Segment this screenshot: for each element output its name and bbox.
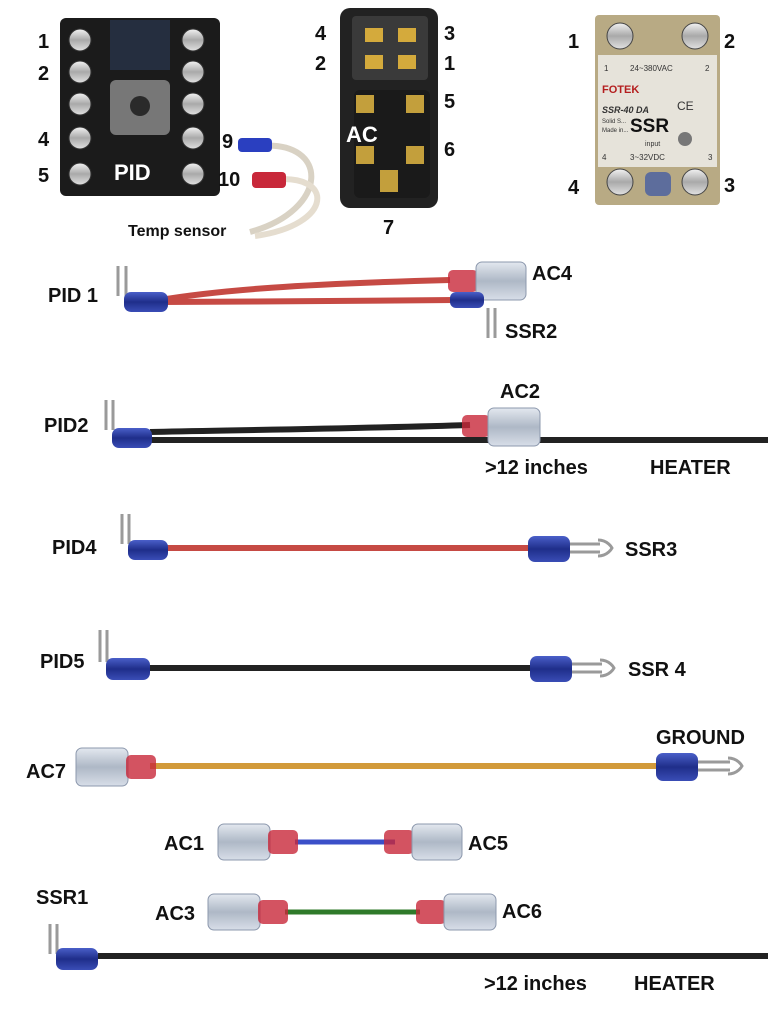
label-ac5: AC5: [468, 833, 508, 855]
label-length-1: >12 inches: [485, 457, 588, 479]
pid-pin-5: 5: [38, 165, 49, 187]
ac-pin-3: 3: [444, 23, 455, 45]
ac-pin-5: 5: [444, 91, 455, 113]
label-ac2: AC2: [500, 381, 540, 403]
ssr-corner-4: 4: [602, 153, 607, 162]
ac-pin-2: 2: [315, 53, 326, 75]
label-length-2: >12 inches: [484, 973, 587, 995]
label-ssr2: SSR2: [505, 321, 557, 343]
pid-left-terminals: [68, 28, 92, 186]
ac-pin-1: 1: [444, 53, 455, 75]
wire-pid5-ssr4: PID5 SSR 4: [40, 630, 687, 682]
ssr-corner-3: 3: [708, 153, 713, 162]
wire-ac7-ground: AC7 GROUND: [26, 727, 745, 787]
label-ac7: AC7: [26, 761, 66, 783]
pid-pin-9: 9: [222, 131, 233, 153]
ssr-dc-rating: 3~32VDC: [630, 153, 665, 162]
ac-pin-4: 4: [315, 23, 327, 45]
temp-sensor-label: Temp sensor: [128, 223, 226, 240]
label-pid5: PID5: [40, 651, 84, 673]
ssr-corner-2: 2: [705, 64, 710, 73]
pid-pin-10: 10: [218, 169, 240, 191]
ssr-corner-1: 1: [604, 64, 609, 73]
ac-pin-6: 6: [444, 139, 455, 161]
label-pid1: PID 1: [48, 285, 98, 307]
ssr-label: SSR: [630, 116, 669, 137]
ssr-brand: FOTEK: [602, 84, 639, 96]
sensor-terminal-blue: [238, 138, 272, 152]
wire-pid4-ssr3: PID4 SSR3: [52, 514, 677, 562]
pid-label: PID: [114, 160, 151, 185]
label-ac3: AC3: [155, 903, 195, 925]
label-ground: GROUND: [656, 727, 745, 749]
ssr-ac-rating: 24~380VAC: [630, 64, 673, 73]
label-ac1: AC1: [164, 833, 204, 855]
pid-socket: PID 1 2 4 5 9 10: [38, 18, 240, 196]
label-heater-1: HEATER: [650, 457, 731, 479]
wire-pid1-ac4-ssr2: PID 1 AC4 SSR2: [48, 261, 573, 343]
wire-ac3-ac6: AC3 AC6: [155, 893, 542, 931]
label-ac6: AC6: [502, 901, 542, 923]
wire-ssr1-heater: SSR1 >12 inches HEATER: [36, 887, 768, 995]
wire-pid2-ac2: PID2 AC2 >12 inches HEATER: [44, 381, 768, 479]
ssr-pin-3: 3: [724, 175, 735, 197]
ssr-sub1: Solid S...: [602, 119, 626, 125]
ssr-input-label: input: [645, 141, 660, 148]
ac-inlet: AC 4 3 2 1 5 6 7: [315, 8, 455, 239]
label-heater-2: HEATER: [634, 973, 715, 995]
label-ssr1: SSR1: [36, 887, 88, 909]
ssr-pin-4: 4: [568, 177, 580, 199]
pid-pin-1: 1: [38, 31, 49, 53]
ssr-model: SSR-40 DA: [602, 105, 649, 115]
ssr-led-window: [645, 172, 671, 196]
ac-label: AC: [346, 122, 378, 147]
ssr-sub2: Made in...: [602, 128, 629, 134]
pid1-fork-insulator: [124, 292, 168, 312]
pid-pin-4: 4: [38, 129, 50, 151]
ssr-pin-2: 2: [724, 31, 735, 53]
ssr-ce-mark: CE: [677, 99, 694, 113]
temp-sensor-wires: Temp sensor: [128, 138, 321, 240]
sensor-terminal-red: [252, 172, 286, 188]
label-ac4: AC4: [532, 263, 573, 285]
label-ssr3: SSR3: [625, 539, 677, 561]
label-pid4: PID4: [52, 537, 97, 559]
ac-pin-7: 7: [383, 217, 394, 239]
label-pid2: PID2: [44, 415, 88, 437]
ssr-pin-1: 1: [568, 31, 579, 53]
ssr-module: 1 2 24~380VAC FOTEK CE SSR-40 DA Solid S…: [568, 15, 735, 205]
wire-ac1-ac5: AC1 AC5: [164, 823, 508, 861]
pid-right-terminals: [181, 28, 205, 186]
pid-pin-2: 2: [38, 63, 49, 85]
label-ssr4: SSR 4: [628, 659, 687, 681]
